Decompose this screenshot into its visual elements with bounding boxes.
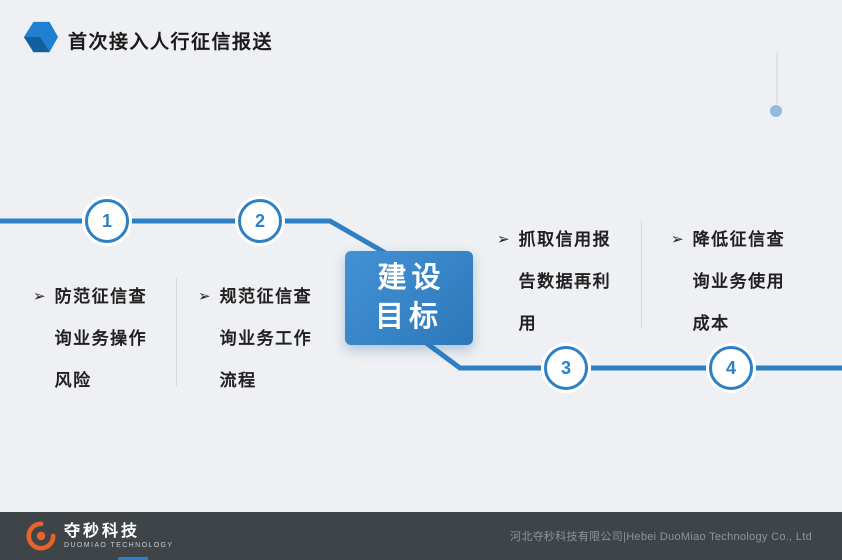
step-number-4: 4 <box>709 346 753 390</box>
divider-right <box>641 221 642 329</box>
page-title: 首次接入人行征信报送 <box>68 32 274 53</box>
step-number-1: 1 <box>85 199 129 243</box>
step-text-1-label: 防范征信查 询业务操作 风险 <box>54 287 148 390</box>
duomiao-logo-icon <box>26 521 56 551</box>
decorative-dot <box>770 105 782 117</box>
step-text-3-label: 抓取信用报 告数据再利 用 <box>518 230 612 333</box>
arrow-bullet-icon: ➢ <box>33 288 46 305</box>
step-text-4: ➢ 降低征信查 询业务使用 成本 <box>671 219 826 345</box>
logo-name-en: DUOMIAO TECHNOLOGY <box>64 541 174 549</box>
step-text-2-label: 规范征信查 询业务工作 流程 <box>219 287 313 390</box>
step-text-3: ➢ 抓取信用报 告数据再利 用 <box>497 219 652 345</box>
footer-accent-bar <box>118 557 148 560</box>
step-circle-4: 4 <box>706 343 756 393</box>
step-number-2: 2 <box>238 199 282 243</box>
arrow-bullet-icon: ➢ <box>671 231 684 248</box>
step-text-2: ➢ 规范征信查 询业务工作 流程 <box>198 276 348 402</box>
arrow-bullet-icon: ➢ <box>497 231 510 248</box>
step-number-3: 3 <box>544 346 588 390</box>
step-circle-3: 3 <box>541 343 591 393</box>
goal-box: 建设 目标 <box>345 251 473 345</box>
logo-name-cn: 夺秒科技 <box>64 522 141 540</box>
divider-left <box>176 278 177 386</box>
step-circle-1: 1 <box>82 196 132 246</box>
footer-bar: 夺秒科技 DUOMIAO TECHNOLOGY 河北夺秒科技有限公司|Hebei… <box>0 512 842 560</box>
company-logo: 夺秒科技 DUOMIAO TECHNOLOGY <box>26 521 173 551</box>
step-text-4-label: 降低征信查 询业务使用 成本 <box>692 230 786 333</box>
step-circle-2: 2 <box>235 196 285 246</box>
logo-text-block: 夺秒科技 DUOMIAO TECHNOLOGY <box>64 523 173 550</box>
company-name-text: 河北夺秒科技有限公司|Hebei DuoMiao Technology Co.,… <box>510 531 812 543</box>
step-text-1: ➢ 防范征信查 询业务操作 风险 <box>33 276 183 402</box>
hexagon-title-icon <box>23 21 59 53</box>
decorative-vertical-line <box>776 52 778 104</box>
arrow-bullet-icon: ➢ <box>198 288 211 305</box>
